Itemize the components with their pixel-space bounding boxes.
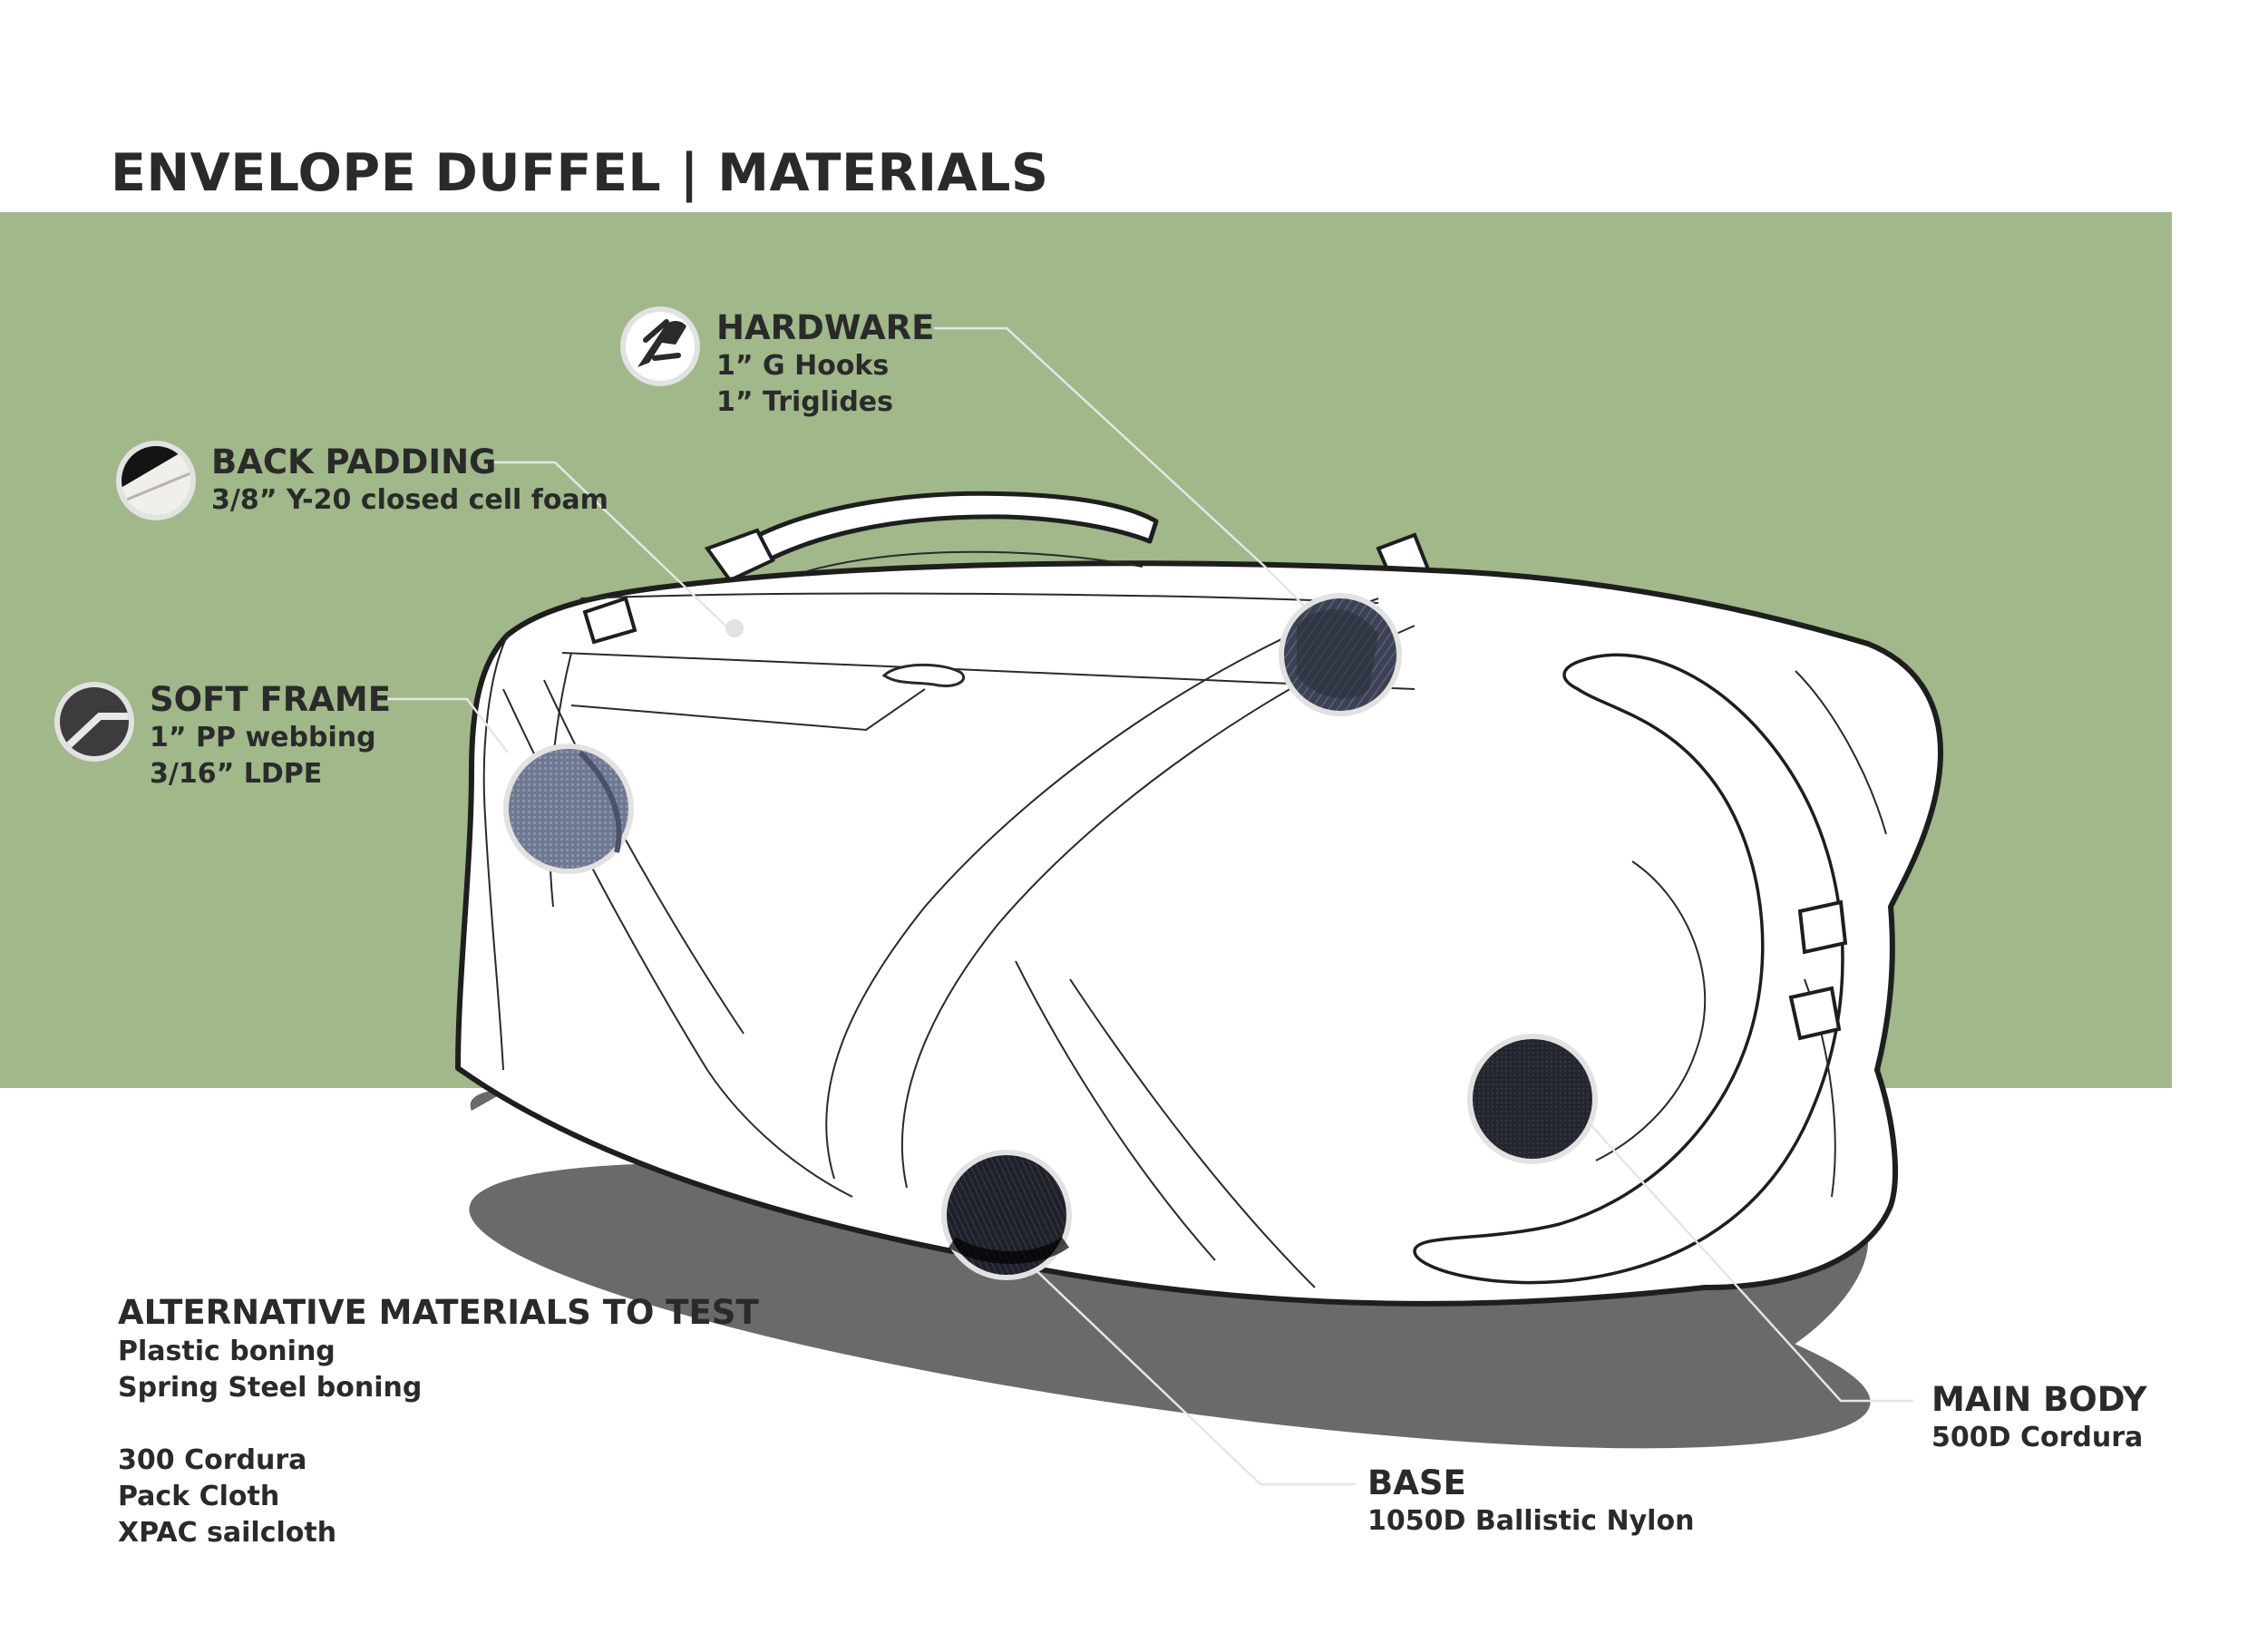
soft-frame-line-2: 3/16” LDPE <box>150 758 323 790</box>
soft-frame-callout: SOFT FRAME 1” PP webbing 3/16” LDPE <box>150 680 391 792</box>
main-body-callout: MAIN BODY 500D Cordura <box>1931 1380 2147 1456</box>
main-body-heading: MAIN BODY <box>1931 1380 2147 1419</box>
hardware-line-1: 1” G Hooks <box>716 350 890 382</box>
soft-frame-line-1: 1” PP webbing <box>150 722 376 753</box>
spacer <box>118 1406 759 1443</box>
main-body-swatch <box>1467 1034 1598 1164</box>
alternative-materials: ALTERNATIVE MATERIALS TO TEST Plastic bo… <box>118 1292 759 1551</box>
leader-lines <box>374 326 1913 1486</box>
back-padding-line-1: 3/8” Y-20 closed cell foam <box>211 484 608 516</box>
back-padding-callout: BACK PADDING 3/8” Y-20 closed cell foam <box>211 442 608 519</box>
end-panel-oval <box>1413 653 1844 1285</box>
soft-frame-heading: SOFT FRAME <box>150 680 391 719</box>
page-title: ENVELOPE DUFFEL | MATERIALS <box>111 143 1049 203</box>
hardware-heading: HARDWARE <box>716 308 935 347</box>
alternative-materials-heading: ALTERNATIVE MATERIALS TO TEST <box>118 1293 759 1332</box>
base-callout: BASE 1050D Ballistic Nylon <box>1367 1463 1694 1540</box>
alternative-item: Plastic boning <box>118 1336 336 1367</box>
alternative-item: 300 Cordura <box>118 1444 307 1476</box>
webbing-swatch-icon <box>54 682 134 762</box>
foam-swatch-icon <box>116 441 196 520</box>
alternative-item: Pack Cloth <box>118 1481 280 1512</box>
carry-handle <box>732 491 1159 574</box>
alternative-item: XPAC sailcloth <box>118 1517 337 1549</box>
hardware-line-2: 1” Triglides <box>716 386 893 418</box>
soft-frame-swatch <box>503 743 634 874</box>
g-hook-icon <box>620 306 700 386</box>
alternative-item: Spring Steel boning <box>118 1372 423 1404</box>
base-heading: BASE <box>1367 1463 1466 1502</box>
base-line-1: 1050D Ballistic Nylon <box>1367 1505 1695 1537</box>
back-padding-heading: BACK PADDING <box>211 442 497 481</box>
base-swatch <box>941 1150 1072 1280</box>
hardware-callout: HARDWARE 1” G Hooks 1” Triglides <box>716 308 934 421</box>
hardware-swatch <box>1279 593 1402 716</box>
main-body-line-1: 500D Cordura <box>1931 1422 2144 1453</box>
